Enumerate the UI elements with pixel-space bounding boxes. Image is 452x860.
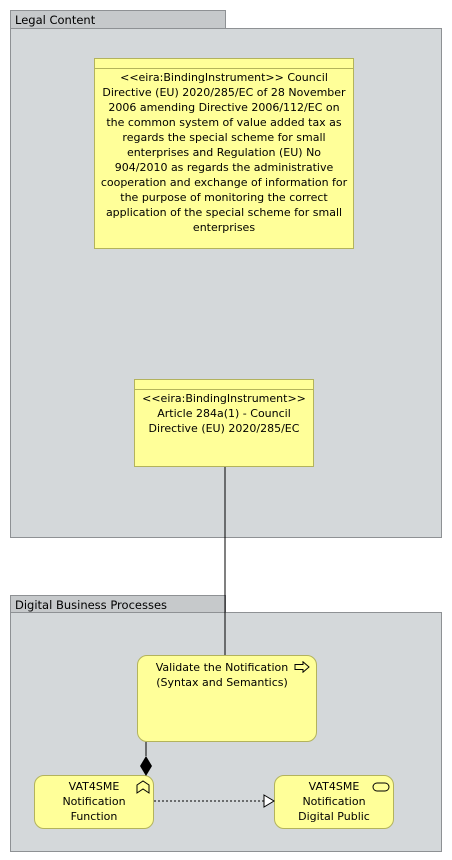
composition-diamond-icon <box>140 756 152 776</box>
legal-content-group-label: Legal Content <box>15 13 96 27</box>
realization-arrowhead-icon <box>263 794 275 808</box>
notification-digital-public-label: VAT4SME Notification Digital Public <box>298 780 370 823</box>
directive-node[interactable]: <<eira:BindingInstrument>> Council Direc… <box>94 58 354 249</box>
notification-function-label: VAT4SME Notification Function <box>62 780 126 823</box>
article-title: Article 284a(1) - Council Directive (EU)… <box>148 407 300 435</box>
directive-node-header-line <box>95 68 353 69</box>
digital-processes-group-label: Digital Business Processes <box>15 598 168 612</box>
directive-title: Council Directive (EU) 2020/285/EC of 28… <box>100 71 348 234</box>
article-node[interactable]: <<eira:BindingInstrument>> Article 284a(… <box>134 379 314 467</box>
article-node-text: <<eira:BindingInstrument>> Article 284a(… <box>139 391 309 436</box>
validate-notification-label: Validate the Notification (Syntax and Se… <box>155 661 289 689</box>
process-arrow-icon <box>294 661 310 673</box>
validate-notification-node[interactable]: Validate the Notification (Syntax and Se… <box>137 655 317 742</box>
notification-digital-public-node[interactable]: VAT4SME Notification Digital Public <box>274 775 394 829</box>
directive-stereotype: <<eira:BindingInstrument>> <box>120 71 284 84</box>
article-node-header-line <box>135 389 313 390</box>
service-rounded-rect-icon <box>372 782 390 792</box>
notification-function-node[interactable]: VAT4SME Notification Function <box>34 775 154 829</box>
article-stereotype: <<eira:BindingInstrument>> <box>142 392 306 405</box>
function-chevron-icon <box>136 780 150 794</box>
directive-node-text: <<eira:BindingInstrument>> Council Direc… <box>99 70 349 235</box>
